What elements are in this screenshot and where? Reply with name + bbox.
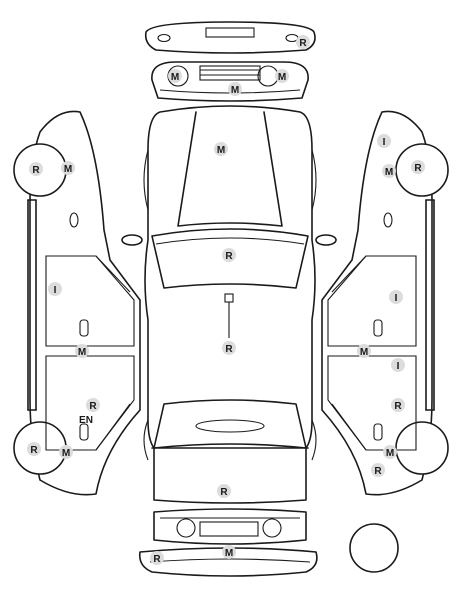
svg-text:M: M: [171, 72, 179, 83]
marker-front-bumper-r[interactable]: R: [150, 551, 164, 565]
svg-text:R: R: [414, 163, 422, 174]
svg-text:M: M: [62, 448, 70, 459]
marker-rear-bumper-r[interactable]: R: [296, 35, 310, 49]
car-body: [121, 105, 337, 504]
marker-left-sill-m[interactable]: M: [75, 344, 89, 358]
svg-text:I: I: [54, 285, 57, 296]
rear-bumper: [144, 21, 316, 54]
svg-text:R: R: [225, 344, 233, 355]
svg-text:M: M: [385, 167, 393, 178]
marker-left-rear-wheel-r[interactable]: R: [29, 162, 43, 176]
svg-text:I: I: [395, 293, 398, 304]
svg-text:M: M: [64, 164, 72, 175]
marker-roof-center-r[interactable]: R: [222, 341, 236, 355]
marker-right-front-wheel-m[interactable]: M: [383, 445, 397, 459]
front-panel: [153, 508, 307, 545]
marker-rear-center-m[interactable]: M: [228, 82, 242, 96]
svg-text:R: R: [153, 554, 161, 565]
svg-text:M: M: [217, 145, 225, 156]
svg-text:R: R: [220, 487, 228, 498]
spare-wheel: [349, 523, 399, 573]
svg-text:I: I: [383, 137, 386, 148]
svg-text:M: M: [386, 448, 394, 459]
svg-text:R: R: [374, 466, 382, 477]
svg-text:M: M: [78, 347, 86, 358]
marker-roof-r[interactable]: R: [222, 248, 236, 262]
marker-left-rear-wheel-m[interactable]: M: [61, 161, 75, 175]
marker-right-sill-m[interactable]: M: [357, 344, 371, 358]
marker-left-front-wheel-m[interactable]: M: [59, 445, 73, 459]
en-label: EN: [79, 415, 93, 426]
marker-left-rear-door-i[interactable]: I: [48, 282, 62, 296]
svg-text:R: R: [32, 165, 40, 176]
marker-rear-light-right-m[interactable]: M: [275, 69, 289, 83]
marker-right-rear-wheel-r[interactable]: R: [411, 160, 425, 174]
left-side: [13, 110, 141, 496]
svg-text:R: R: [394, 401, 402, 412]
marker-rear-light-left-m[interactable]: M: [168, 69, 182, 83]
svg-text:M: M: [225, 548, 233, 559]
marker-hood-r[interactable]: R: [217, 484, 231, 498]
svg-text:I: I: [397, 361, 400, 372]
marker-right-front-door-r[interactable]: R: [391, 398, 405, 412]
marker-trunk-m[interactable]: M: [214, 142, 228, 156]
marker-right-rear-wheel-m[interactable]: M: [382, 164, 396, 178]
marker-left-front-door-r[interactable]: R: [86, 398, 100, 412]
svg-text:M: M: [278, 72, 286, 83]
marker-right-front-door-i[interactable]: I: [391, 358, 405, 372]
marker-right-front-wheel-r[interactable]: R: [371, 463, 385, 477]
svg-text:R: R: [89, 401, 97, 412]
svg-text:R: R: [225, 251, 233, 262]
svg-text:M: M: [231, 85, 239, 96]
svg-text:M: M: [360, 347, 368, 358]
front-bumper: [138, 547, 318, 577]
marker-front-center-m[interactable]: M: [222, 545, 236, 559]
svg-text:R: R: [299, 38, 307, 49]
marker-right-rear-door-i[interactable]: I: [389, 290, 403, 304]
marker-right-rear-i[interactable]: I: [377, 134, 391, 148]
marker-left-front-wheel-r[interactable]: R: [27, 442, 41, 456]
svg-text:R: R: [30, 445, 38, 456]
